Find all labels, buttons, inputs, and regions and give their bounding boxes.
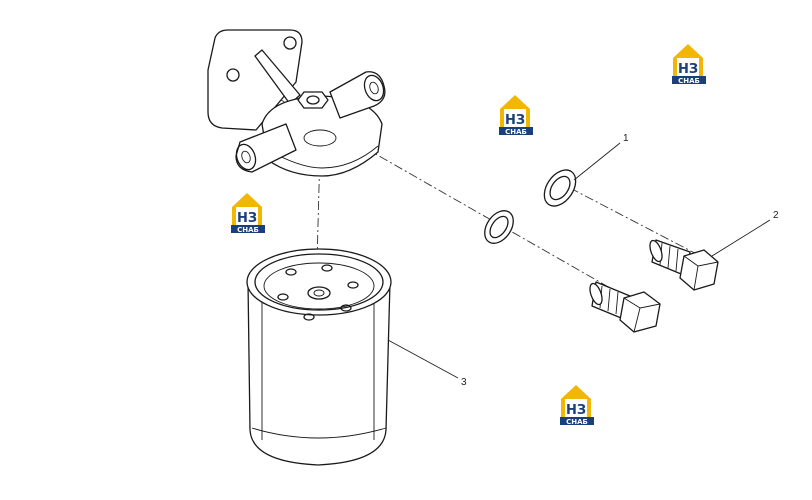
watermark-logo — [231, 193, 265, 234]
banjo-bolt-lower — [589, 281, 661, 333]
callout-1: 1 — [623, 133, 629, 144]
callout-2: 2 — [773, 210, 779, 221]
watermark-logo — [499, 95, 533, 136]
leader-lines — [387, 142, 771, 379]
filter-element — [246, 248, 392, 466]
filter-head — [207, 29, 386, 177]
banjo-bolt-upper — [649, 239, 719, 291]
watermark-logo — [672, 44, 706, 85]
callout-3: 3 — [461, 377, 467, 388]
watermark-logo — [560, 385, 594, 426]
sealing-washers — [484, 169, 577, 244]
